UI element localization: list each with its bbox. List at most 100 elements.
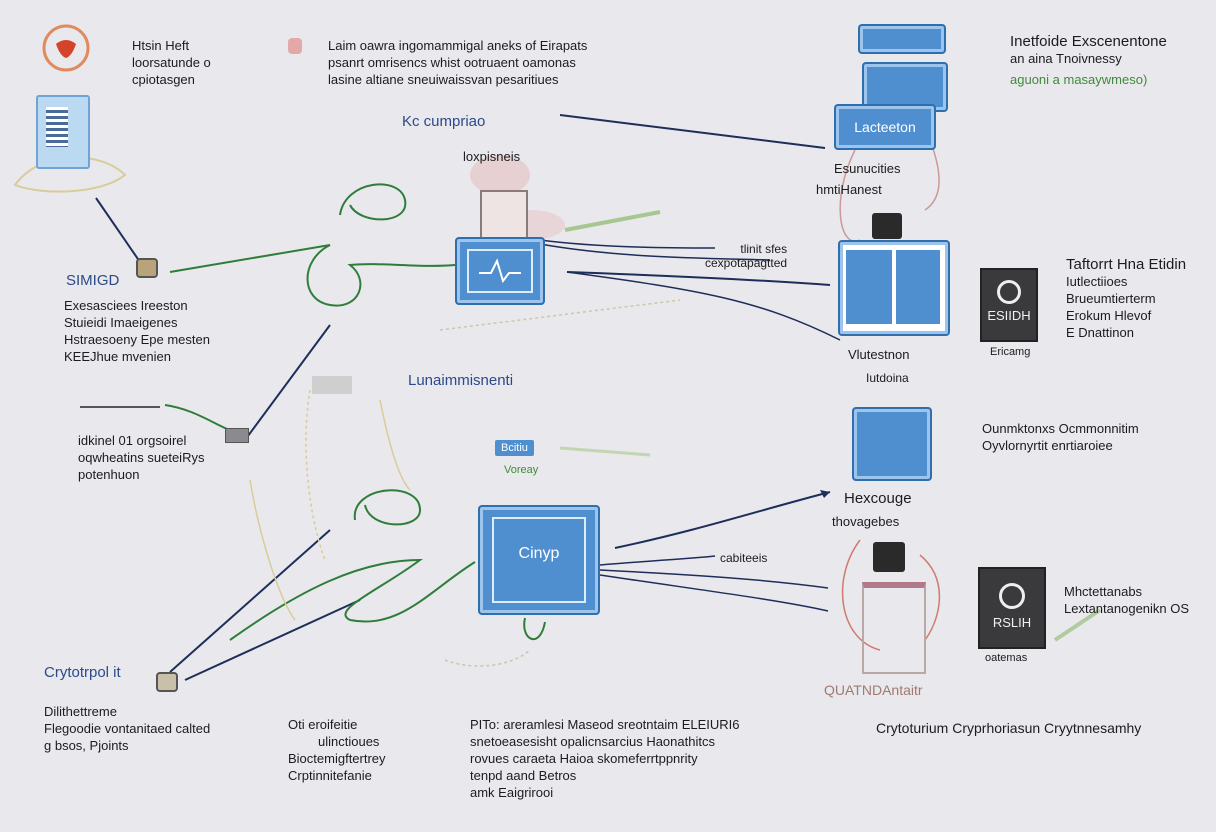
globe-icon: [42, 24, 90, 72]
bottom-center-right-description: PITo: areramlesi Maseod sreotntaim ELEIU…: [470, 716, 740, 801]
camera-icon: [872, 213, 902, 239]
green-wire: [339, 183, 407, 221]
center-badge-sub: Voreay: [504, 464, 539, 476]
camera-icon-2: [873, 542, 905, 572]
mid-right-label-group: Esunucities hmtiHanest: [816, 160, 900, 198]
left-block-2-description: idkinel 01 orgsoirel oqwheatins sueteiRy…: [78, 432, 204, 483]
signal-processor-box[interactable]: [455, 237, 545, 305]
description-line: lasine altiane sneuiwaissvan pesaritiues: [328, 72, 559, 87]
stack-box-top[interactable]: [858, 24, 946, 54]
connector-line: [566, 271, 831, 286]
green-wire: [523, 617, 546, 641]
chip-node: [225, 428, 249, 443]
arrow-head: [820, 490, 830, 498]
dark-module-1[interactable]: ESIIDH: [980, 268, 1038, 342]
heart-icon: [56, 40, 76, 58]
description-line: g bsos, Pjoints: [44, 738, 129, 753]
description-line: snetoeasesisht opalicnsarcius Haonathitc…: [470, 734, 715, 749]
decor-wire: [919, 554, 941, 641]
description-line: ulinctioues: [318, 734, 380, 749]
top-center-description: Laim oawra ingomammigal aneks of Eirapat…: [328, 37, 587, 88]
description-line: tenpd aand Betros: [470, 768, 577, 783]
key-icon: [80, 386, 160, 408]
decor-wire: [841, 539, 881, 651]
gray-tag: [312, 376, 352, 394]
description-line: psanrt omrisencs whist ootruaent oamonas: [328, 55, 576, 70]
right-panel-label-1: Vlutestnon: [848, 347, 910, 362]
dark-module-2-caption: oatemas: [985, 652, 1028, 664]
description-line: Flegoodie vontanitaed calted: [44, 721, 211, 736]
mid-right-label-2: Hexcouge thovagebes: [832, 490, 912, 530]
description-line: Dilithettreme: [44, 704, 117, 719]
wire-label-1: tlinit sfes cexpotapagtted: [705, 242, 787, 270]
info-line: Brueumtierterm: [1066, 291, 1156, 306]
ring-icon: [997, 280, 1021, 304]
info-line: Taftorrt Hna Etidin: [1066, 256, 1187, 273]
connector-line: [244, 324, 331, 441]
info-line: Oyvlornyrtit enrtiaroiee: [982, 438, 1113, 453]
info-title: Inetfoide Exscenentone: [1010, 33, 1167, 50]
dark-module-text: RSLIH: [992, 615, 1032, 630]
top-left-caption: Htsin Heft loorsatunde o cpiotasgen: [132, 37, 211, 88]
quantum-rig: [862, 582, 926, 674]
wire-label-line: tlinit sfes: [740, 242, 788, 256]
green-accent: [1053, 608, 1102, 642]
description-line: amk Eaigrirooi: [470, 785, 554, 800]
cables-label: cabiteeis: [720, 551, 768, 565]
processor-housing: [480, 190, 528, 242]
bottom-left-heading: Crytotrpol it: [44, 664, 121, 681]
ring-icon: [999, 583, 1025, 609]
left-block-heading: SIMIGD: [66, 272, 120, 289]
description-line: Stuieidi Imaeigenes: [64, 315, 178, 330]
description-line: Hstraesoeny Epe mesten: [64, 332, 210, 347]
connector-line: [539, 243, 771, 261]
decor-wire: [379, 399, 411, 491]
connector-line: [539, 239, 716, 249]
bottom-center-left-description: Oti eroifeitie ulinctioues Bioctemigfter…: [288, 716, 386, 784]
right-panel-label-2: Iutdoina: [866, 371, 909, 385]
dark-module-text: ESIIDH: [987, 308, 1031, 323]
green-accent: [564, 210, 661, 232]
far-right-info-1: Taftorrt Hna Etidin Iutlectiioes Brueumt…: [1066, 256, 1186, 341]
description-line: PITo: areramlesi Maseod sreotntaim ELEIU…: [470, 717, 740, 732]
decor-wire: [924, 139, 940, 211]
info-line: Mhctettanabs: [1064, 584, 1143, 599]
green-wire: [229, 558, 476, 641]
qs-label: Lunaimmisnenti: [408, 372, 514, 389]
connector-line: [599, 569, 829, 589]
central-crypto-box[interactable]: Cinyp: [478, 505, 600, 615]
connector-line: [599, 555, 716, 566]
node-device: [136, 258, 158, 278]
info-line: Iutlectiioes: [1066, 274, 1128, 289]
description-line: rovues caraeta Haioa skomeferrtppnrity: [470, 751, 698, 766]
connector-line: [614, 491, 831, 549]
stack-box-base[interactable]: Lacteeton: [834, 104, 936, 150]
info-green: aguoni a masaywmeso): [1010, 72, 1148, 87]
info-line: Ounmktonxs Ocmmonnitim: [982, 421, 1139, 436]
right-display-box[interactable]: [852, 407, 932, 481]
label-line: thovagebes: [832, 514, 900, 529]
quantum-label: QUATNDAntaitr: [824, 682, 923, 698]
dark-module-2[interactable]: RSLIH: [978, 567, 1046, 649]
left-block-description: Exesasciees Ireeston Stuieidi Imaeigenes…: [64, 297, 210, 365]
decor-wire: [444, 649, 531, 667]
waveform-icon: [479, 258, 521, 284]
node-device-2: [156, 672, 178, 692]
connector-line: [566, 271, 841, 341]
description-line: idkinel 01 orgsoirel: [78, 433, 187, 448]
connector-line: [95, 197, 141, 263]
caption-line: loorsatunde o: [132, 55, 211, 70]
green-wire: [169, 244, 456, 307]
dual-panel-display[interactable]: [838, 240, 950, 336]
description-line: Oti eroifeitie: [288, 717, 358, 732]
info-sub: an aina Tnoivnessy: [1010, 51, 1122, 66]
green-accent: [559, 446, 651, 457]
connector-line: [599, 574, 829, 612]
description-line: Crptinnitefanie: [288, 768, 372, 783]
connector-line: [559, 114, 826, 149]
description-line: potenhuon: [78, 467, 140, 482]
far-right-info-3: Mhctettanabs Lextantanogenikn OS: [1064, 583, 1189, 617]
center-badge[interactable]: Bcitiu: [495, 440, 534, 456]
pink-marker: [288, 38, 302, 54]
